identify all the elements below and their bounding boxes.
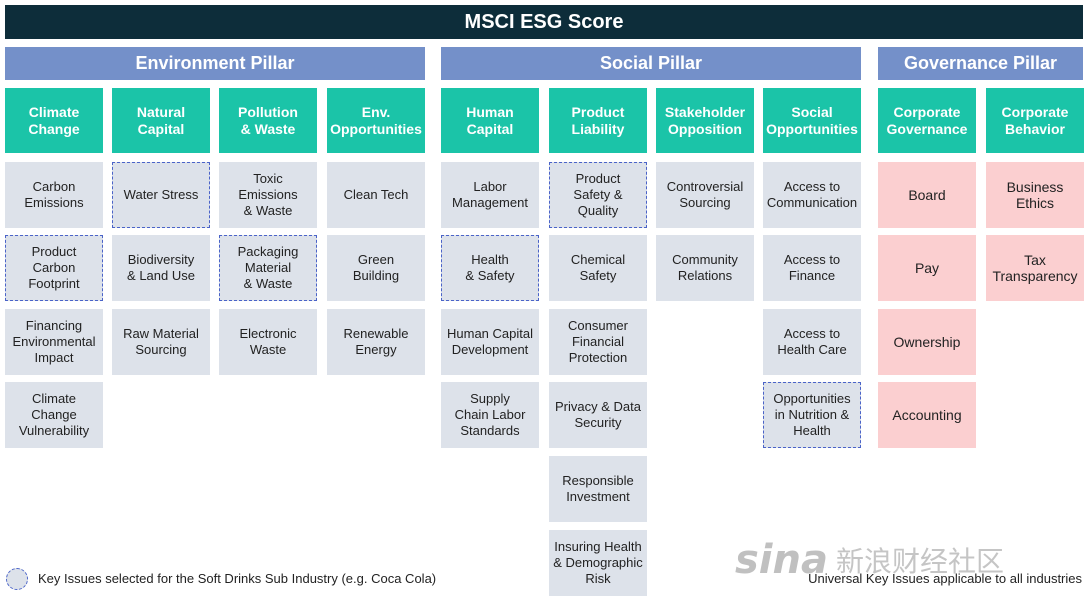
key-issue-box: Insuring Health & Demographic Risk: [549, 530, 647, 596]
theme-header: Natural Capital: [112, 88, 210, 153]
key-issue-box: Opportunities in Nutrition & Health: [763, 382, 861, 448]
key-issue-box: Privacy & Data Security: [549, 382, 647, 448]
key-issue-box: Product Carbon Footprint: [5, 235, 103, 301]
key-issue-box: Access to Finance: [763, 235, 861, 301]
key-issue-box: Renewable Energy: [327, 309, 425, 375]
key-issue-box: Access to Health Care: [763, 309, 861, 375]
theme-header: Social Opportunities: [763, 88, 861, 153]
key-issue-box: Health & Safety: [441, 235, 539, 301]
universal-key-issue-legend-text: Universal Key Issues applicable to all i…: [808, 571, 1082, 586]
key-issue-box: Clean Tech: [327, 162, 425, 228]
theme-header: Human Capital: [441, 88, 539, 153]
key-issue-box: Water Stress: [112, 162, 210, 228]
theme-header: Pollution & Waste: [219, 88, 317, 153]
governance-pillar-header: Governance Pillar: [878, 47, 1083, 80]
theme-header: Climate Change: [5, 88, 103, 153]
key-issue-box: Toxic Emissions & Waste: [219, 162, 317, 228]
key-issue-box: Responsible Investment: [549, 456, 647, 522]
key-issue-box: Pay: [878, 235, 976, 301]
key-issue-box: Labor Management: [441, 162, 539, 228]
esg-score-title: MSCI ESG Score: [5, 5, 1083, 39]
key-issue-box: Human Capital Development: [441, 309, 539, 375]
watermark-text: 新浪财经社区: [836, 545, 1005, 578]
key-issue-box: Financing Environmental Impact: [5, 309, 103, 375]
key-issue-box: Supply Chain Labor Standards: [441, 382, 539, 448]
key-issue-box: Green Building: [327, 235, 425, 301]
theme-header: Env. Opportunities: [327, 88, 425, 153]
watermark-logo: sina: [735, 537, 828, 583]
theme-header: Stakeholder Opposition: [656, 88, 754, 153]
key-issue-box: Community Relations: [656, 235, 754, 301]
key-issue-box: Electronic Waste: [219, 309, 317, 375]
watermark: sina 新浪财经社区: [735, 530, 1065, 590]
key-issue-box: Accounting: [878, 382, 976, 448]
theme-header: Product Liability: [549, 88, 647, 153]
key-issue-box: Access to Communication: [763, 162, 861, 228]
key-issue-box: Consumer Financial Protection: [549, 309, 647, 375]
social-pillar-header: Social Pillar: [441, 47, 861, 80]
theme-header: Corporate Behavior: [986, 88, 1084, 153]
environment-pillar-header: Environment Pillar: [5, 47, 425, 80]
selected-key-issue-legend-text: Key Issues selected for the Soft Drinks …: [38, 571, 437, 586]
key-issue-box: Raw Material Sourcing: [112, 309, 210, 375]
theme-header: Corporate Governance: [878, 88, 976, 153]
key-issue-box: Biodiversity & Land Use: [112, 235, 210, 301]
key-issue-box: Business Ethics: [986, 162, 1084, 228]
key-issue-box: Tax Transparency: [986, 235, 1084, 301]
key-issue-box: Packaging Material & Waste: [219, 235, 317, 301]
key-issue-box: Controversial Sourcing: [656, 162, 754, 228]
key-issue-box: Climate Change Vulnerability: [5, 382, 103, 448]
key-issue-box: Board: [878, 162, 976, 228]
key-issue-box: Ownership: [878, 309, 976, 375]
key-issue-box: Product Safety & Quality: [549, 162, 647, 228]
selected-key-issue-legend-marker: [6, 568, 28, 590]
key-issue-box: Chemical Safety: [549, 235, 647, 301]
key-issue-box: Carbon Emissions: [5, 162, 103, 228]
